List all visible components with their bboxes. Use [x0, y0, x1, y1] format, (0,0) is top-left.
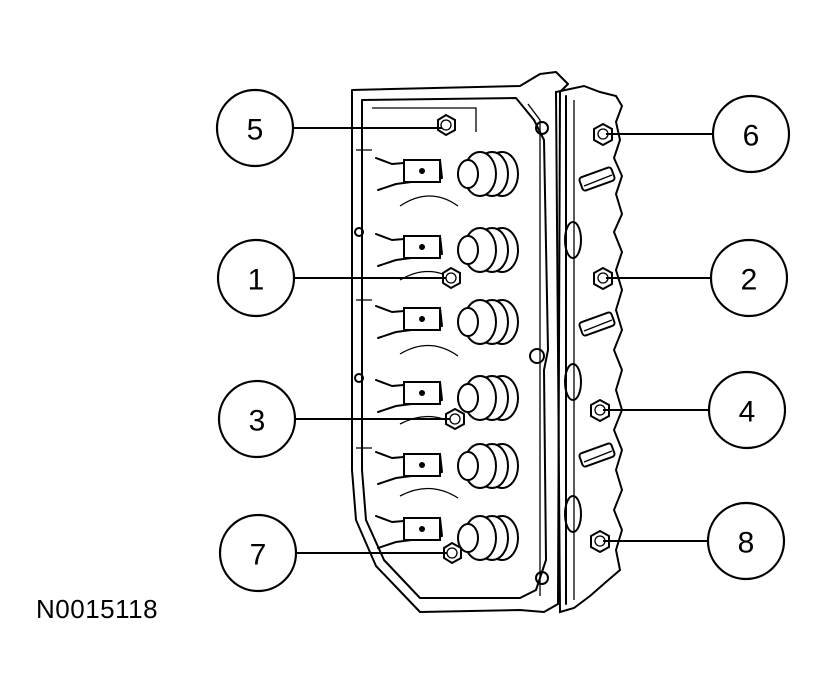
valve-row: [375, 151, 519, 197]
exhaust-side-casting: [554, 84, 624, 614]
callout-1: 1: [216, 238, 296, 318]
callout-label: 6: [743, 120, 760, 153]
bolt-3: [445, 407, 465, 431]
callout-4: 4: [707, 370, 787, 450]
spark-plug-port: [578, 311, 616, 337]
bolt-1: [442, 266, 461, 290]
callout-label: 1: [248, 264, 265, 297]
bolt-8: [590, 529, 610, 554]
valve-row: [375, 515, 519, 561]
bolt-4: [590, 398, 610, 423]
spark-plug-port: [578, 442, 616, 468]
callout-label: 7: [250, 539, 267, 572]
figure-reference-code: N0015118: [36, 594, 159, 624]
callout-label: 3: [249, 405, 266, 438]
bolt-2: [593, 266, 613, 291]
callout-label: 5: [247, 114, 264, 147]
bolt-6: [593, 122, 613, 147]
callout-2: 2: [709, 238, 789, 318]
bolt-5: [437, 113, 456, 137]
cylinder-head-outline: [351, 71, 569, 613]
valve-row: [375, 375, 519, 421]
valve-row: [375, 299, 519, 345]
callout-6: 6: [711, 94, 791, 174]
callout-7: 7: [218, 513, 298, 593]
callout-5: 5: [215, 88, 295, 168]
spark-plug-port: [578, 166, 616, 192]
callout-label: 4: [739, 396, 756, 429]
callout-label: 2: [741, 264, 758, 297]
valve-row: [375, 443, 519, 489]
callout-label: 8: [738, 527, 755, 560]
callout-3: 3: [217, 379, 297, 459]
callout-8: 8: [706, 501, 786, 581]
valve-row: [375, 227, 519, 273]
